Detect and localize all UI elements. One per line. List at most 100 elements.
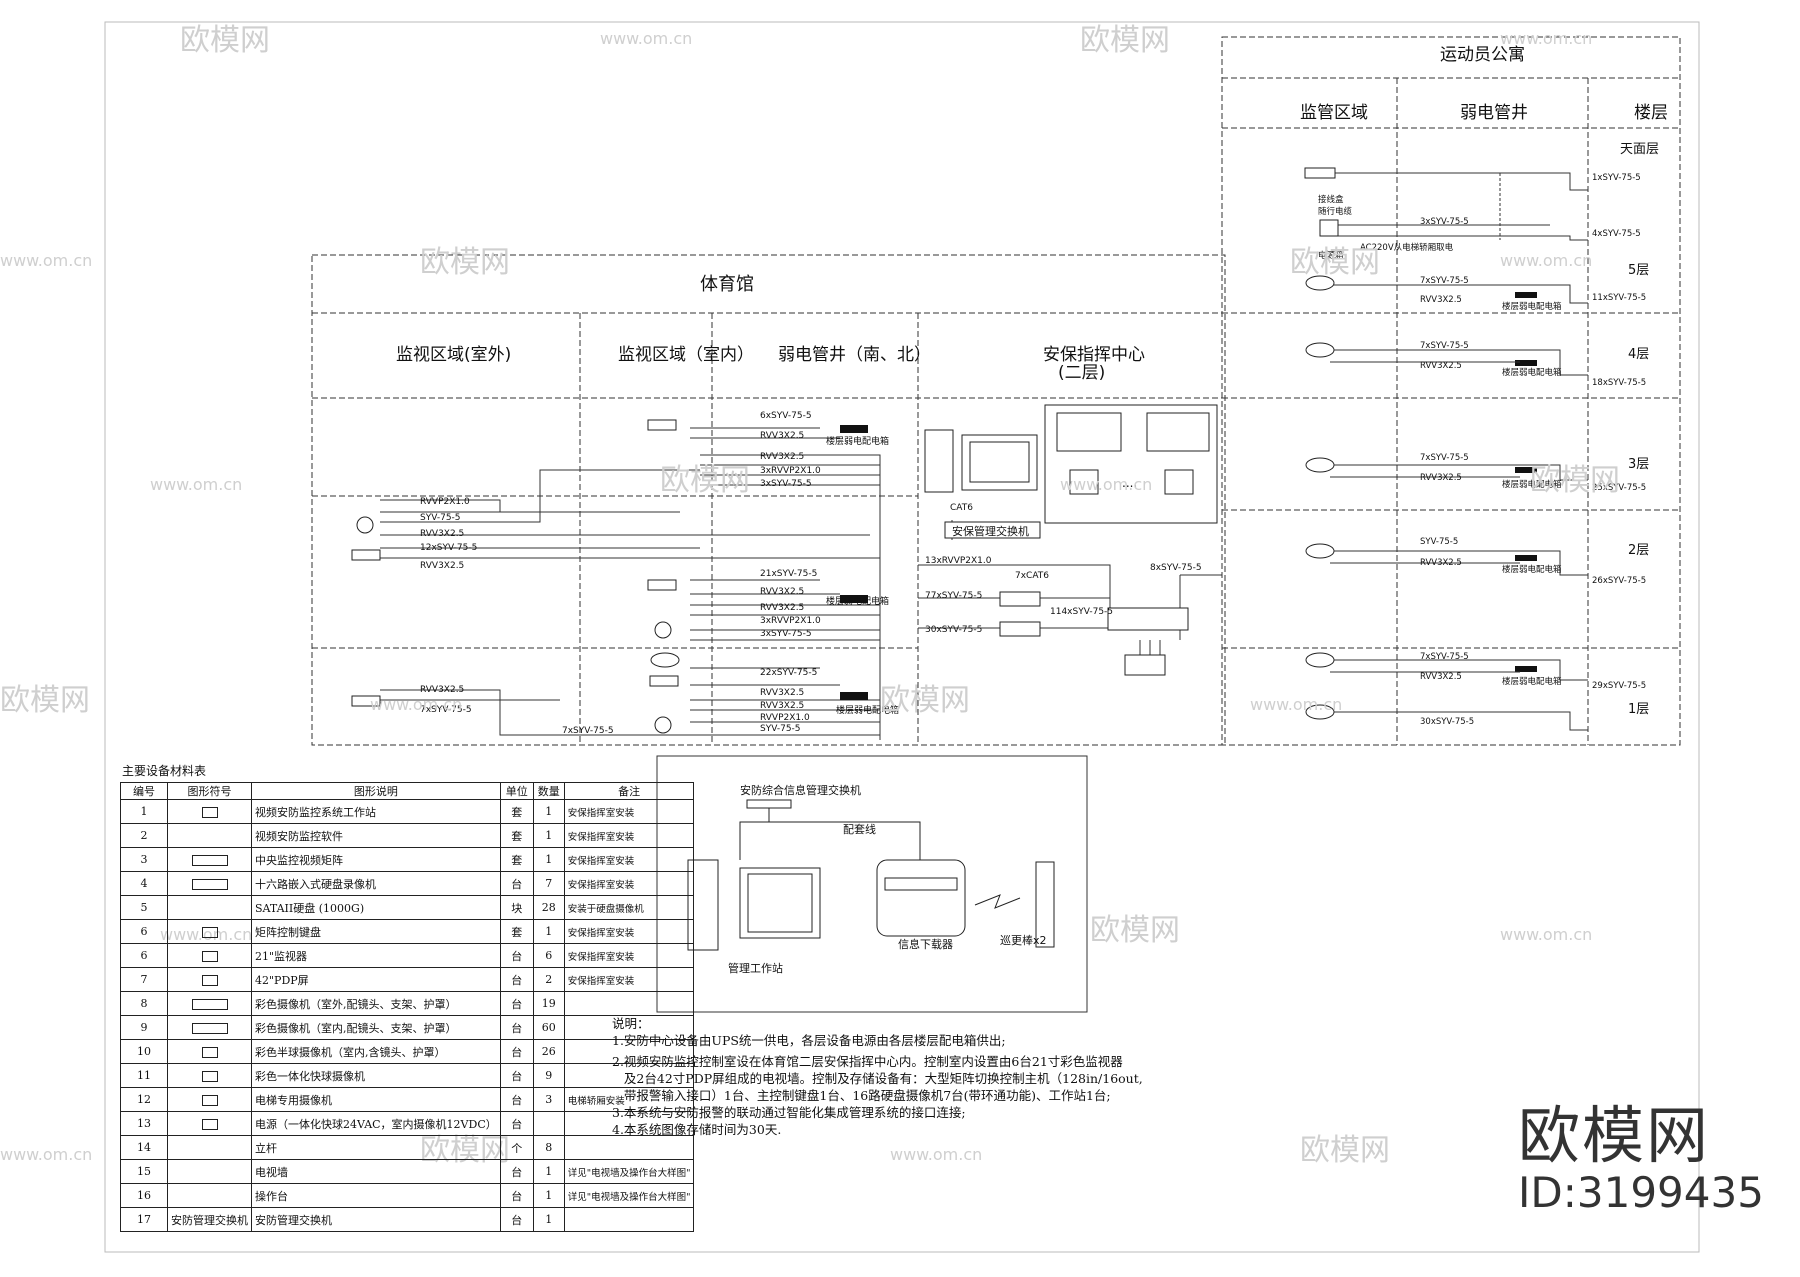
svg-text:AC220V从电梯轿厢取电: AC220V从电梯轿厢取电 bbox=[1360, 242, 1454, 253]
svg-text:12xSYV-75-5: 12xSYV-75-5 bbox=[420, 543, 477, 553]
row-unit: 台 bbox=[499, 1087, 534, 1112]
svg-text:RVV3X2.5: RVV3X2.5 bbox=[1420, 295, 1462, 305]
svg-text:www.om.cn: www.om.cn bbox=[1060, 475, 1152, 494]
row-remark: 安保指挥室安装 bbox=[563, 847, 695, 872]
row-remark: 详见"电视墙及操作台大样图" bbox=[563, 1159, 695, 1184]
svg-text:3xSYV-75-5: 3xSYV-75-5 bbox=[760, 629, 812, 639]
row-unit: 台 bbox=[499, 871, 534, 896]
svg-text:7xSYV-75-5: 7xSYV-75-5 bbox=[1420, 652, 1469, 662]
plasma-icon bbox=[201, 974, 218, 986]
svg-text:30xSYV-75-5: 30xSYV-75-5 bbox=[925, 625, 982, 635]
row-quantity: 1 bbox=[532, 799, 565, 824]
row-number: 14 bbox=[120, 1135, 168, 1160]
svg-text:www.om.cn: www.om.cn bbox=[890, 1145, 982, 1164]
row-number: 4 bbox=[120, 871, 168, 896]
svg-text:114xSYV-75-5: 114xSYV-75-5 bbox=[1050, 607, 1113, 617]
monitor-small-icon bbox=[1069, 469, 1099, 495]
row-quantity: 1 bbox=[532, 1183, 565, 1208]
power-supply-icon bbox=[201, 1118, 218, 1130]
svg-text:楼层弱电配电箱: 楼层弱电配电箱 bbox=[1502, 479, 1562, 490]
row-unit: 套 bbox=[499, 799, 534, 824]
row-description: 中央监控视频矩阵 bbox=[251, 847, 501, 872]
floor-3: 3层 bbox=[1628, 457, 1649, 472]
dome-camera-icon bbox=[1305, 342, 1335, 358]
row-symbol bbox=[167, 991, 252, 1016]
security-center bbox=[924, 404, 1218, 676]
svg-text:欧模网: 欧模网 bbox=[420, 245, 510, 280]
elevator-camera-icon bbox=[201, 1094, 218, 1106]
row-number: 12 bbox=[120, 1087, 168, 1112]
row-symbol bbox=[167, 847, 252, 872]
row-symbol bbox=[167, 1111, 252, 1136]
row-description: SATAII硬盘 (1000G) bbox=[251, 895, 501, 920]
row-remark bbox=[563, 1135, 695, 1160]
svg-text:楼层弱电配电箱: 楼层弱电配电箱 bbox=[826, 595, 889, 607]
floor-1: 1层 bbox=[1628, 702, 1649, 717]
svg-text:7xSYV-75-5: 7xSYV-75-5 bbox=[1420, 341, 1469, 351]
svg-text:RVV3X2.5: RVV3X2.5 bbox=[760, 701, 804, 711]
svg-text:77xSYV-75-5: 77xSYV-75-5 bbox=[925, 591, 982, 601]
row-description: 安防管理交换机 bbox=[251, 1207, 501, 1232]
row-description: 视频安防监控系统工作站 bbox=[251, 799, 501, 824]
svg-text:1xSYV-75-5: 1xSYV-75-5 bbox=[1592, 173, 1641, 183]
svg-text:RVV3X2.5: RVV3X2.5 bbox=[420, 685, 464, 695]
row-quantity: 1 bbox=[532, 823, 565, 848]
row-unit: 台 bbox=[499, 1207, 534, 1232]
row-symbol: 安防管理交换机 bbox=[167, 1207, 252, 1232]
svg-text:www.om.cn: www.om.cn bbox=[150, 475, 242, 494]
svg-text:3xRVVP2X1.0: 3xRVVP2X1.0 bbox=[760, 616, 821, 626]
patrol-subsystem bbox=[656, 755, 1088, 1013]
row-description: 视频安防监控软件 bbox=[251, 823, 501, 848]
camera-icon bbox=[647, 419, 677, 431]
svg-text:欧模网: 欧模网 bbox=[880, 683, 970, 718]
svg-text:RVV3X2.5: RVV3X2.5 bbox=[1420, 473, 1462, 483]
svg-text:4xSYV-75-5: 4xSYV-75-5 bbox=[1592, 229, 1641, 239]
row-quantity: 1 bbox=[532, 1207, 565, 1232]
svg-text:欧模网: 欧模网 bbox=[1300, 1133, 1390, 1168]
svg-text:26xSYV-75-5: 26xSYV-75-5 bbox=[1592, 576, 1646, 586]
svg-text:欧模网: 欧模网 bbox=[0, 683, 90, 718]
row-unit: 台 bbox=[499, 991, 534, 1016]
row-quantity: 28 bbox=[532, 895, 565, 920]
svg-text:www.om.cn: www.om.cn bbox=[370, 695, 462, 714]
svg-text:RVV3X2.5: RVV3X2.5 bbox=[1420, 361, 1462, 371]
row-symbol bbox=[167, 1183, 252, 1208]
apt-col-floor: 楼层 bbox=[1634, 103, 1668, 123]
note-line: 1.安防中心设备由UPS统一供电，各层设备电源由各层楼层配电箱供出; bbox=[612, 1033, 1006, 1048]
row-unit: 台 bbox=[499, 1183, 534, 1208]
row-description: 操作台 bbox=[251, 1183, 501, 1208]
svg-text:欧模网: 欧模网 bbox=[1290, 245, 1380, 280]
svg-text:www.om.cn: www.om.cn bbox=[600, 29, 692, 48]
info-downloader-icon bbox=[876, 859, 966, 937]
svg-text:电源箱: 电源箱 bbox=[1318, 250, 1344, 261]
svg-text:RVV3X2.5: RVV3X2.5 bbox=[760, 431, 804, 441]
matrix-icon bbox=[191, 854, 228, 866]
svg-text:随行电缆: 随行电缆 bbox=[1318, 206, 1353, 217]
svg-text:3xSYV-75-5: 3xSYV-75-5 bbox=[760, 479, 812, 489]
svg-text:www.om.cn: www.om.cn bbox=[0, 251, 92, 270]
row-symbol bbox=[167, 1159, 252, 1184]
camera-icon bbox=[647, 579, 677, 591]
row-quantity: 19 bbox=[532, 991, 565, 1016]
row-unit: 块 bbox=[499, 895, 534, 920]
dome-camera-icon bbox=[201, 1046, 218, 1058]
row-description: 彩色摄像机（室外,配镜头、支架、护罩） bbox=[251, 991, 501, 1016]
svg-text:配套线: 配套线 bbox=[843, 822, 876, 836]
elevator-camera-icon bbox=[1319, 219, 1339, 237]
svg-text:欧模网: 欧模网 bbox=[1090, 913, 1180, 948]
patrol-stick-icon bbox=[1035, 861, 1055, 948]
svg-text:楼层弱电配电箱: 楼层弱电配电箱 bbox=[826, 435, 889, 447]
camera-icon bbox=[191, 1022, 228, 1034]
workstation-tower-icon bbox=[924, 429, 954, 493]
header-symbol: 图形符号 bbox=[167, 782, 252, 800]
